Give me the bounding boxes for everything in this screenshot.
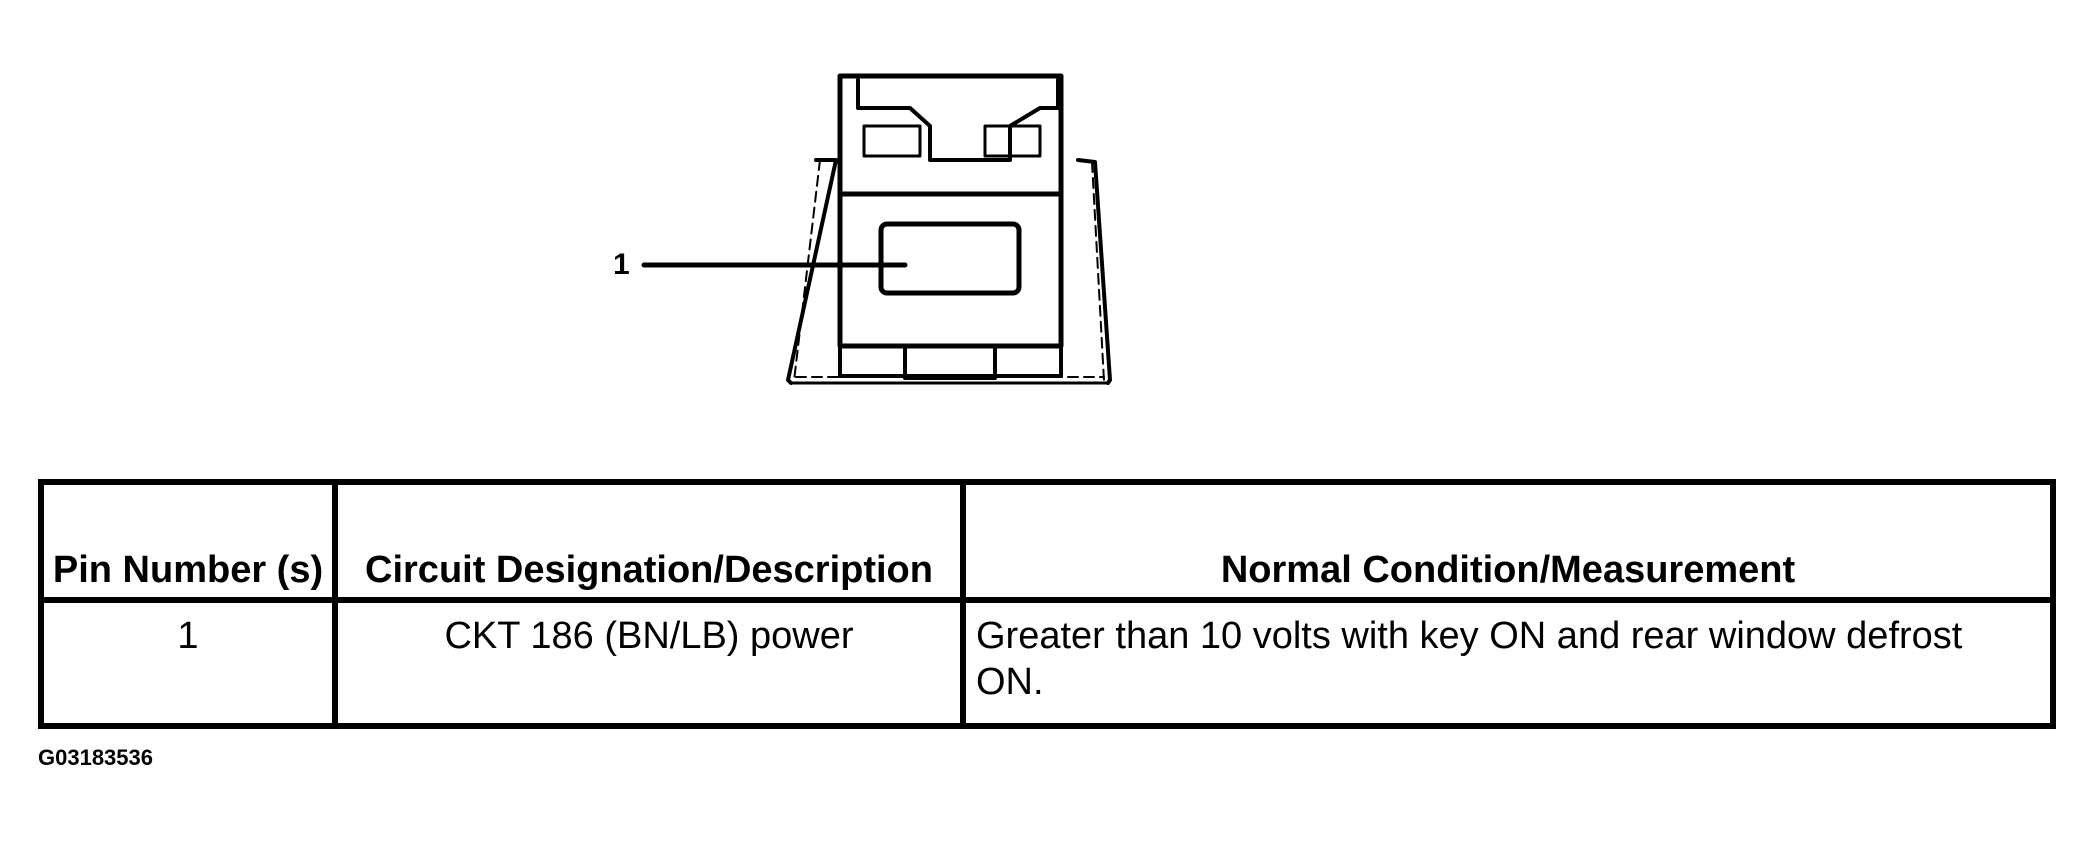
cell-circuit: CKT 186 (BN/LB) power — [332, 597, 966, 729]
table-row: 1 CKT 186 (BN/LB) power Greater than 10 … — [38, 597, 2056, 729]
table-header-row: Pin Number (s) Circuit Designation/Descr… — [38, 479, 2056, 603]
header-circuit: Circuit Designation/Description — [332, 479, 966, 603]
pinout-table: Pin Number (s) Circuit Designation/Descr… — [38, 479, 2056, 729]
connector-face — [837, 191, 1064, 380]
figure-id: G03183536 — [38, 745, 153, 770]
pin-1-callout-label: 1 — [613, 248, 630, 281]
cell-pin: 1 — [38, 597, 338, 729]
header-pin-number: Pin Number (s) — [38, 479, 338, 603]
pin-1-terminal — [878, 221, 1022, 296]
latch-block — [837, 73, 1064, 197]
header-condition: Normal Condition/Measurement — [960, 479, 2056, 603]
cell-condition: Greater than 10 volts with key ON and re… — [960, 597, 2056, 729]
